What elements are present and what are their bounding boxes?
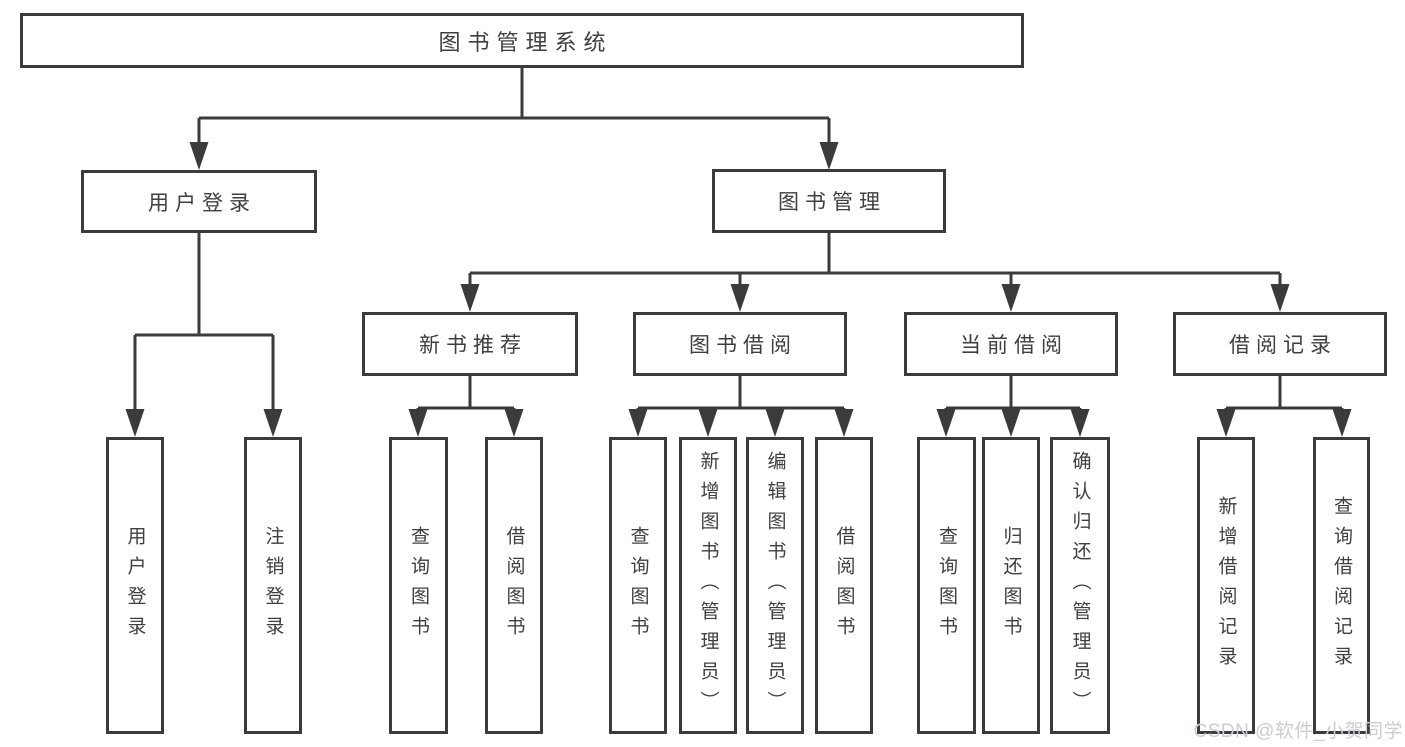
leaf-add-borrow-record: 新增借阅记录 bbox=[1197, 437, 1255, 734]
connector-user-login-to-leaves bbox=[125, 233, 283, 437]
node-book-management: 图书管理 bbox=[712, 169, 946, 233]
node-new-book-recommend: 新书推荐 bbox=[362, 312, 578, 376]
leaf-query-books-current: 查询图书 bbox=[917, 437, 976, 734]
leaf-user-login: 用户登录 bbox=[106, 437, 164, 734]
connector-new-book-to-leaves bbox=[408, 376, 524, 437]
leaf-add-book-admin: 新增图书（管理员） bbox=[679, 437, 737, 734]
csdn-watermark: CSDN @软件_小贺同学 bbox=[1193, 721, 1403, 742]
connector-book-borrow-to-leaves bbox=[628, 376, 854, 437]
connector-borrow-records-to-leaves bbox=[1216, 376, 1352, 437]
leaf-confirm-return-admin: 确认归还（管理员） bbox=[1050, 437, 1110, 734]
connector-current-borrow-to-leaves bbox=[936, 376, 1090, 437]
node-user-login: 用户登录 bbox=[81, 170, 317, 233]
connector-root-to-level2 bbox=[189, 68, 839, 170]
leaf-logout: 注销登录 bbox=[244, 437, 302, 734]
leaf-query-books-borrow: 查询图书 bbox=[609, 437, 667, 734]
connector-book-management-to-level3 bbox=[460, 233, 1290, 312]
node-current-borrow: 当前借阅 bbox=[904, 312, 1118, 376]
leaf-return-books: 归还图书 bbox=[982, 437, 1040, 734]
node-borrow-records: 借阅记录 bbox=[1173, 312, 1387, 376]
node-book-borrow: 图书借阅 bbox=[633, 312, 847, 376]
leaf-query-borrow-record: 查询借阅记录 bbox=[1313, 437, 1370, 734]
leaf-query-books-recommend: 查询图书 bbox=[389, 437, 448, 734]
leaf-edit-book-admin: 编辑图书（管理员） bbox=[746, 437, 804, 734]
leaf-borrow-books: 借阅图书 bbox=[815, 437, 873, 734]
leaf-borrow-books-recommend: 借阅图书 bbox=[485, 437, 543, 734]
node-book-management-system: 图书管理系统 bbox=[20, 13, 1024, 68]
